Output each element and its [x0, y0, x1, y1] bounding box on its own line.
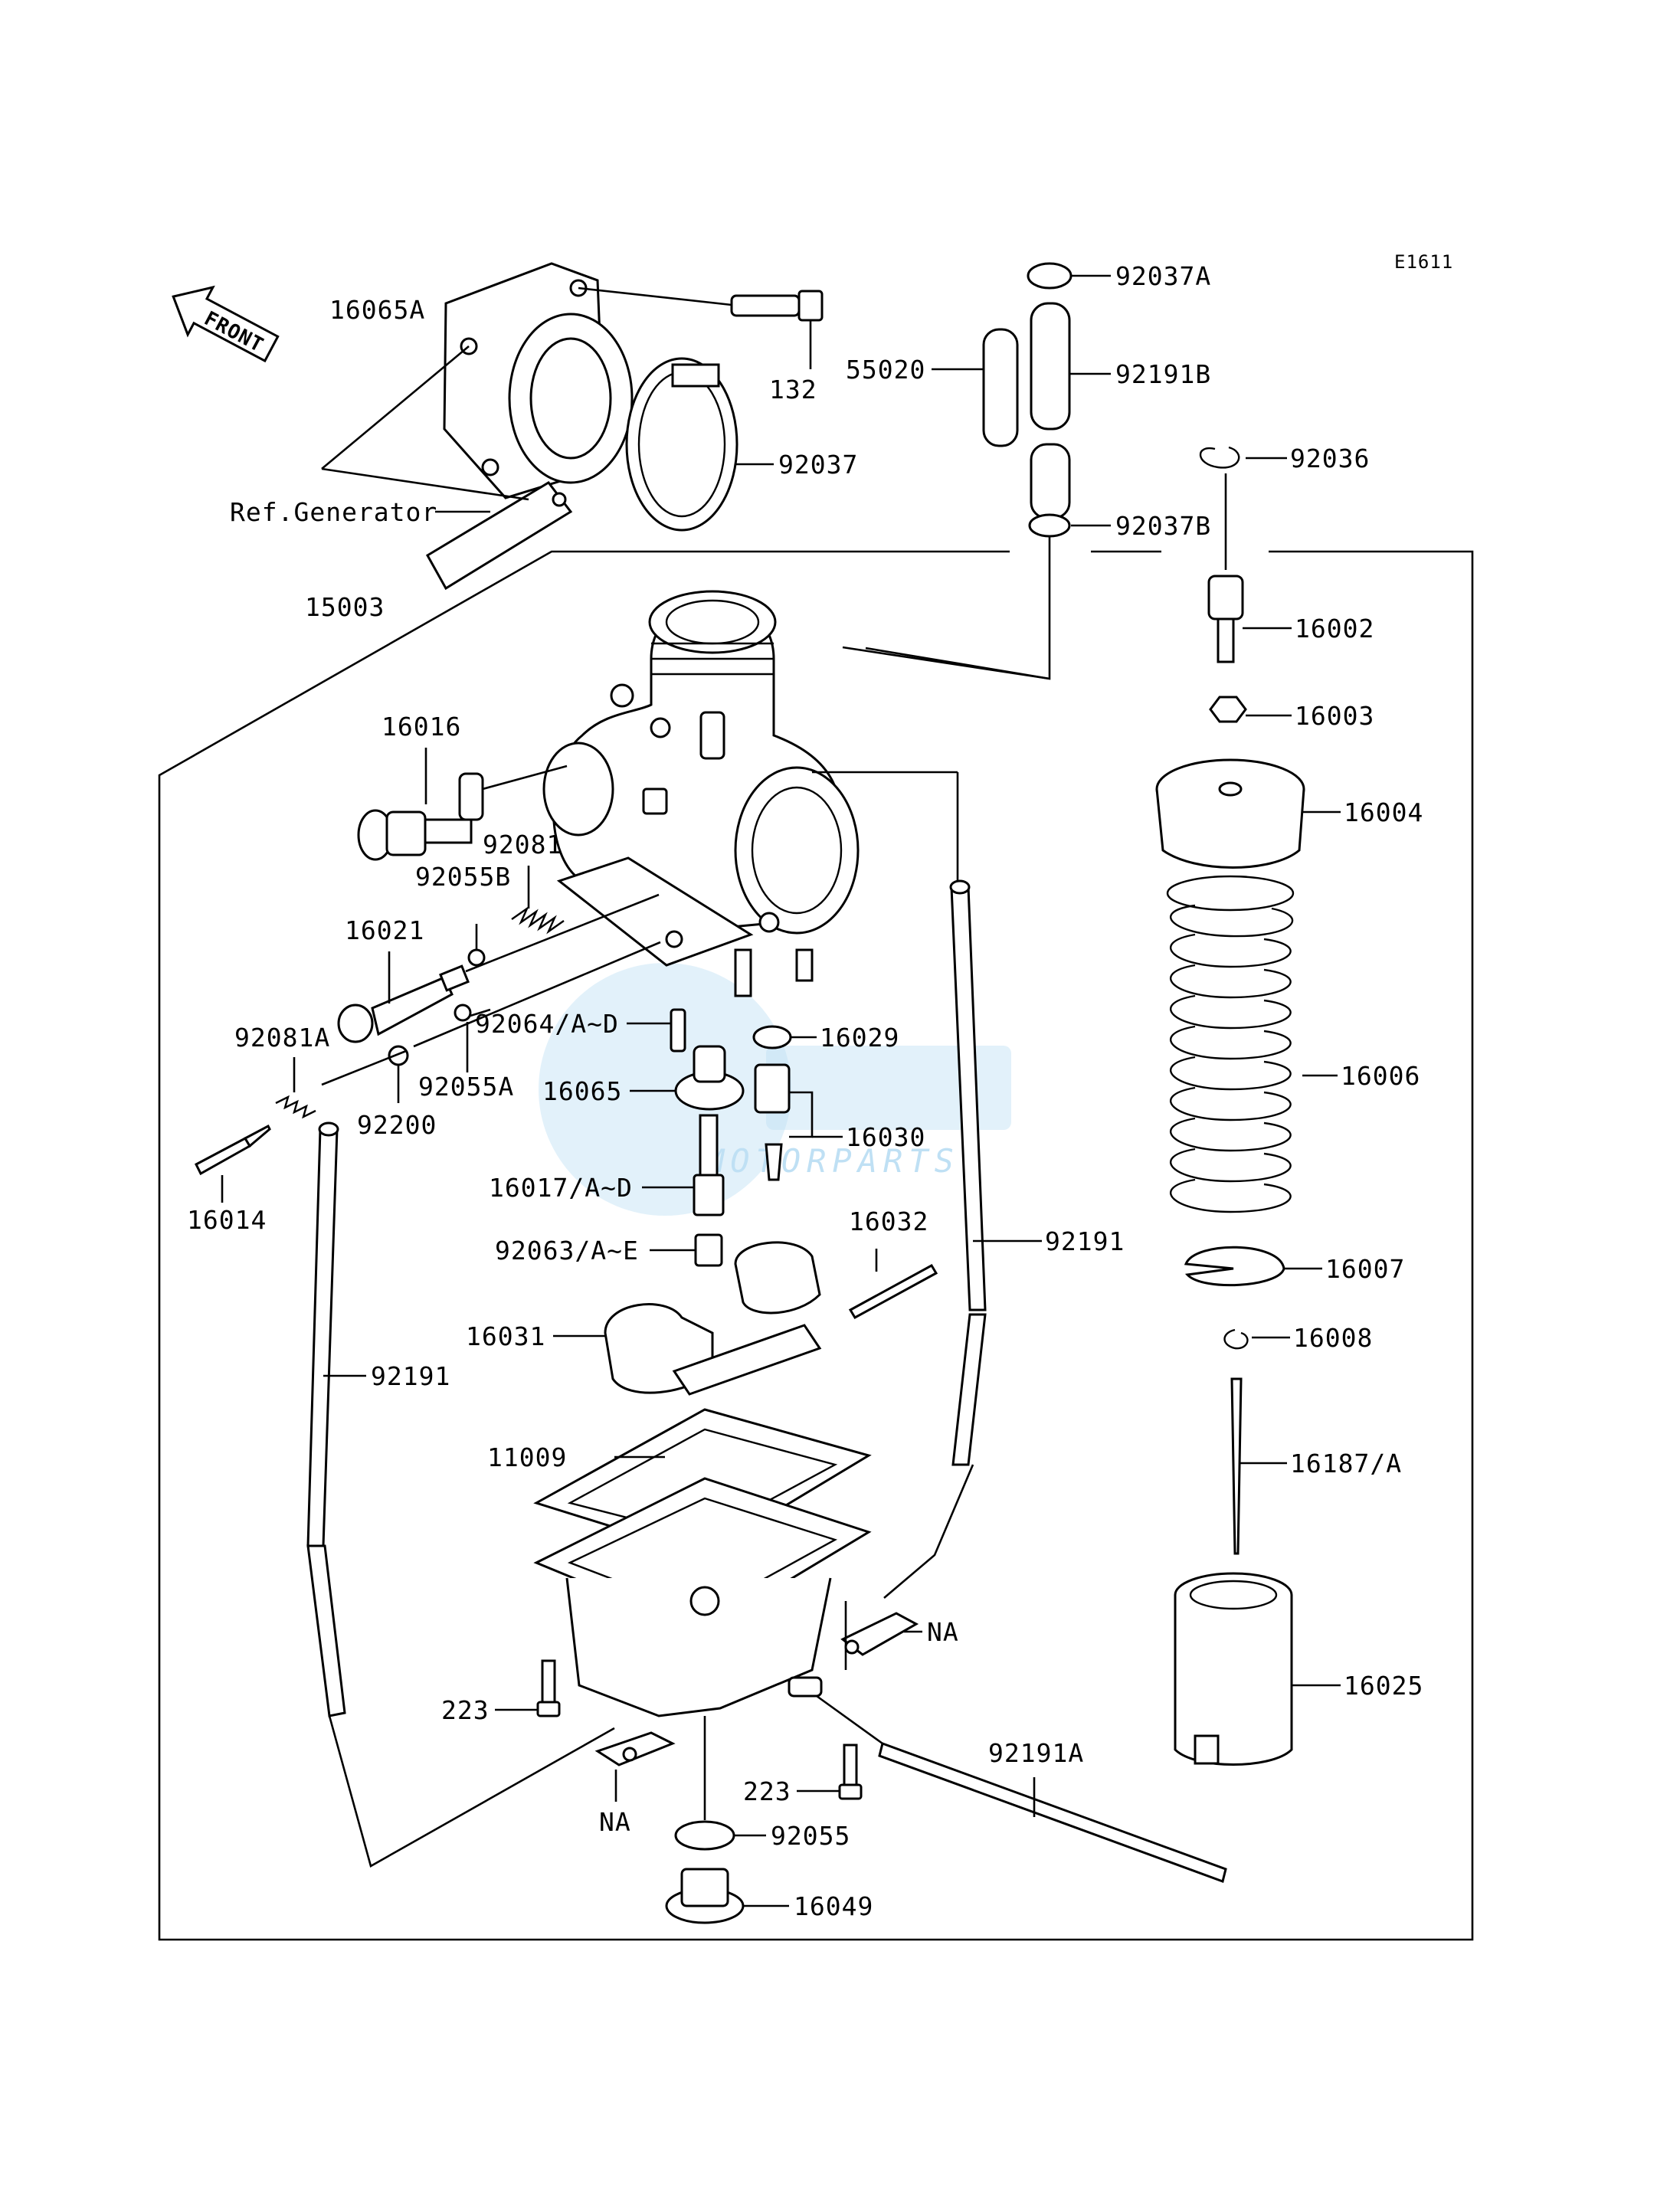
label-11009: 11009 — [487, 1442, 567, 1472]
label-16017: 16017/A~D — [489, 1173, 633, 1203]
tube-92191B — [1030, 302, 1071, 519]
generator-plate — [425, 481, 573, 591]
label-223-bottom: 223 — [743, 1776, 791, 1806]
jet-needle-holder-92064 — [670, 1008, 686, 1053]
tube-92191-right — [949, 879, 987, 1466]
label-92081: 92081 — [483, 830, 562, 859]
bracket-na-right — [840, 1612, 919, 1656]
carburetor-body — [542, 590, 860, 997]
needle-jet-16017 — [693, 1114, 725, 1216]
label-16029: 16029 — [820, 1023, 899, 1053]
label-92200: 92200 — [357, 1110, 437, 1140]
clip-92037B — [1028, 513, 1071, 538]
label-92055A: 92055A — [418, 1072, 514, 1102]
label-92055B: 92055B — [415, 862, 511, 892]
o-ring-92055 — [674, 1820, 735, 1851]
label-92063: 92063/A~E — [495, 1236, 639, 1265]
label-16004: 16004 — [1344, 797, 1423, 827]
label-16002: 16002 — [1295, 614, 1374, 643]
pin-16032 — [848, 1263, 938, 1320]
front-arrow-icon: FRONT — [172, 285, 280, 363]
label-92191-right: 92191 — [1045, 1226, 1125, 1256]
label-92191-left: 92191 — [371, 1361, 450, 1391]
screw-223-bottom — [838, 1744, 863, 1800]
jet-needle-16187 — [1230, 1377, 1243, 1555]
label-16025: 16025 — [1344, 1671, 1423, 1701]
label-92037A: 92037A — [1115, 261, 1211, 291]
pilot-screw-16014 — [195, 1124, 271, 1176]
watermark-logo: MOTORPARTS — [539, 963, 1011, 1216]
label-na-left: NA — [599, 1807, 631, 1837]
float-bowl — [533, 1477, 872, 1717]
needle-jet-holder-16065 — [674, 1045, 745, 1111]
clip-92037A — [1027, 262, 1073, 290]
pilot-jet-92063 — [694, 1233, 723, 1267]
circlip-92036 — [1199, 446, 1240, 469]
adjuster-16002 — [1207, 575, 1244, 663]
bolt-132 — [730, 290, 824, 322]
label-16065: 16065 — [542, 1076, 622, 1106]
cap-16004 — [1155, 758, 1305, 869]
washer-16029 — [752, 1025, 792, 1049]
spring-16006 — [1166, 875, 1295, 1213]
label-92037B: 92037B — [1115, 511, 1211, 541]
label-92191B: 92191B — [1115, 359, 1211, 389]
spring-92081A — [275, 1095, 316, 1119]
label-92055: 92055 — [771, 1821, 850, 1851]
label-16006: 16006 — [1341, 1061, 1420, 1091]
label-16065A: 16065A — [329, 295, 425, 325]
label-na-right: NA — [927, 1617, 959, 1647]
label-16032: 16032 — [849, 1207, 928, 1236]
label-92037: 92037 — [778, 450, 858, 480]
tube-55020 — [982, 328, 1019, 447]
label-92036: 92036 — [1290, 444, 1370, 473]
bracket-na-left — [594, 1731, 676, 1766]
o-ring-92055A — [454, 1004, 472, 1022]
plate-16007 — [1184, 1246, 1285, 1287]
starter-plunger-16016 — [357, 772, 484, 861]
label-16187: 16187/A — [1290, 1449, 1402, 1478]
label-55020: 55020 — [846, 355, 925, 385]
assembly-boundary — [158, 550, 1474, 1941]
plug-16049 — [665, 1868, 745, 1924]
clip-16008 — [1223, 1328, 1249, 1350]
label-92064: 92064/A~D — [475, 1009, 619, 1039]
label-16016: 16016 — [382, 712, 461, 742]
washer-92055B — [467, 948, 486, 967]
spring-92081 — [511, 905, 565, 935]
diagram-code: E1611 — [1394, 251, 1453, 273]
label-ref-generator: Ref.Generator — [230, 497, 437, 527]
drain-tube-92191A — [788, 1676, 1227, 1883]
label-16030: 16030 — [846, 1122, 925, 1152]
main-jet-16030 — [754, 1063, 791, 1181]
label-16049: 16049 — [794, 1891, 873, 1921]
label-15003: 15003 — [305, 592, 385, 622]
clamp-92037 — [625, 357, 738, 532]
label-16008: 16008 — [1293, 1323, 1373, 1353]
watermark-text: MOTORPARTS — [703, 1142, 960, 1180]
label-16031: 16031 — [466, 1321, 545, 1351]
label-16007: 16007 — [1325, 1254, 1405, 1284]
label-92081A: 92081A — [234, 1023, 330, 1053]
screw-223-left — [536, 1659, 561, 1717]
tube-92191-left — [306, 1121, 346, 1717]
nut-16003 — [1209, 696, 1247, 723]
label-16014: 16014 — [187, 1205, 267, 1235]
throttle-valve-16025 — [1174, 1572, 1293, 1766]
label-16003: 16003 — [1295, 701, 1374, 731]
insulator-16065A — [443, 262, 634, 499]
float-16031 — [604, 1241, 822, 1396]
label-132: 132 — [769, 375, 817, 404]
label-223-left: 223 — [441, 1695, 490, 1725]
label-16021: 16021 — [345, 915, 424, 945]
label-92191A: 92191A — [988, 1738, 1084, 1768]
throttle-stop-screw-16021 — [337, 964, 470, 1043]
